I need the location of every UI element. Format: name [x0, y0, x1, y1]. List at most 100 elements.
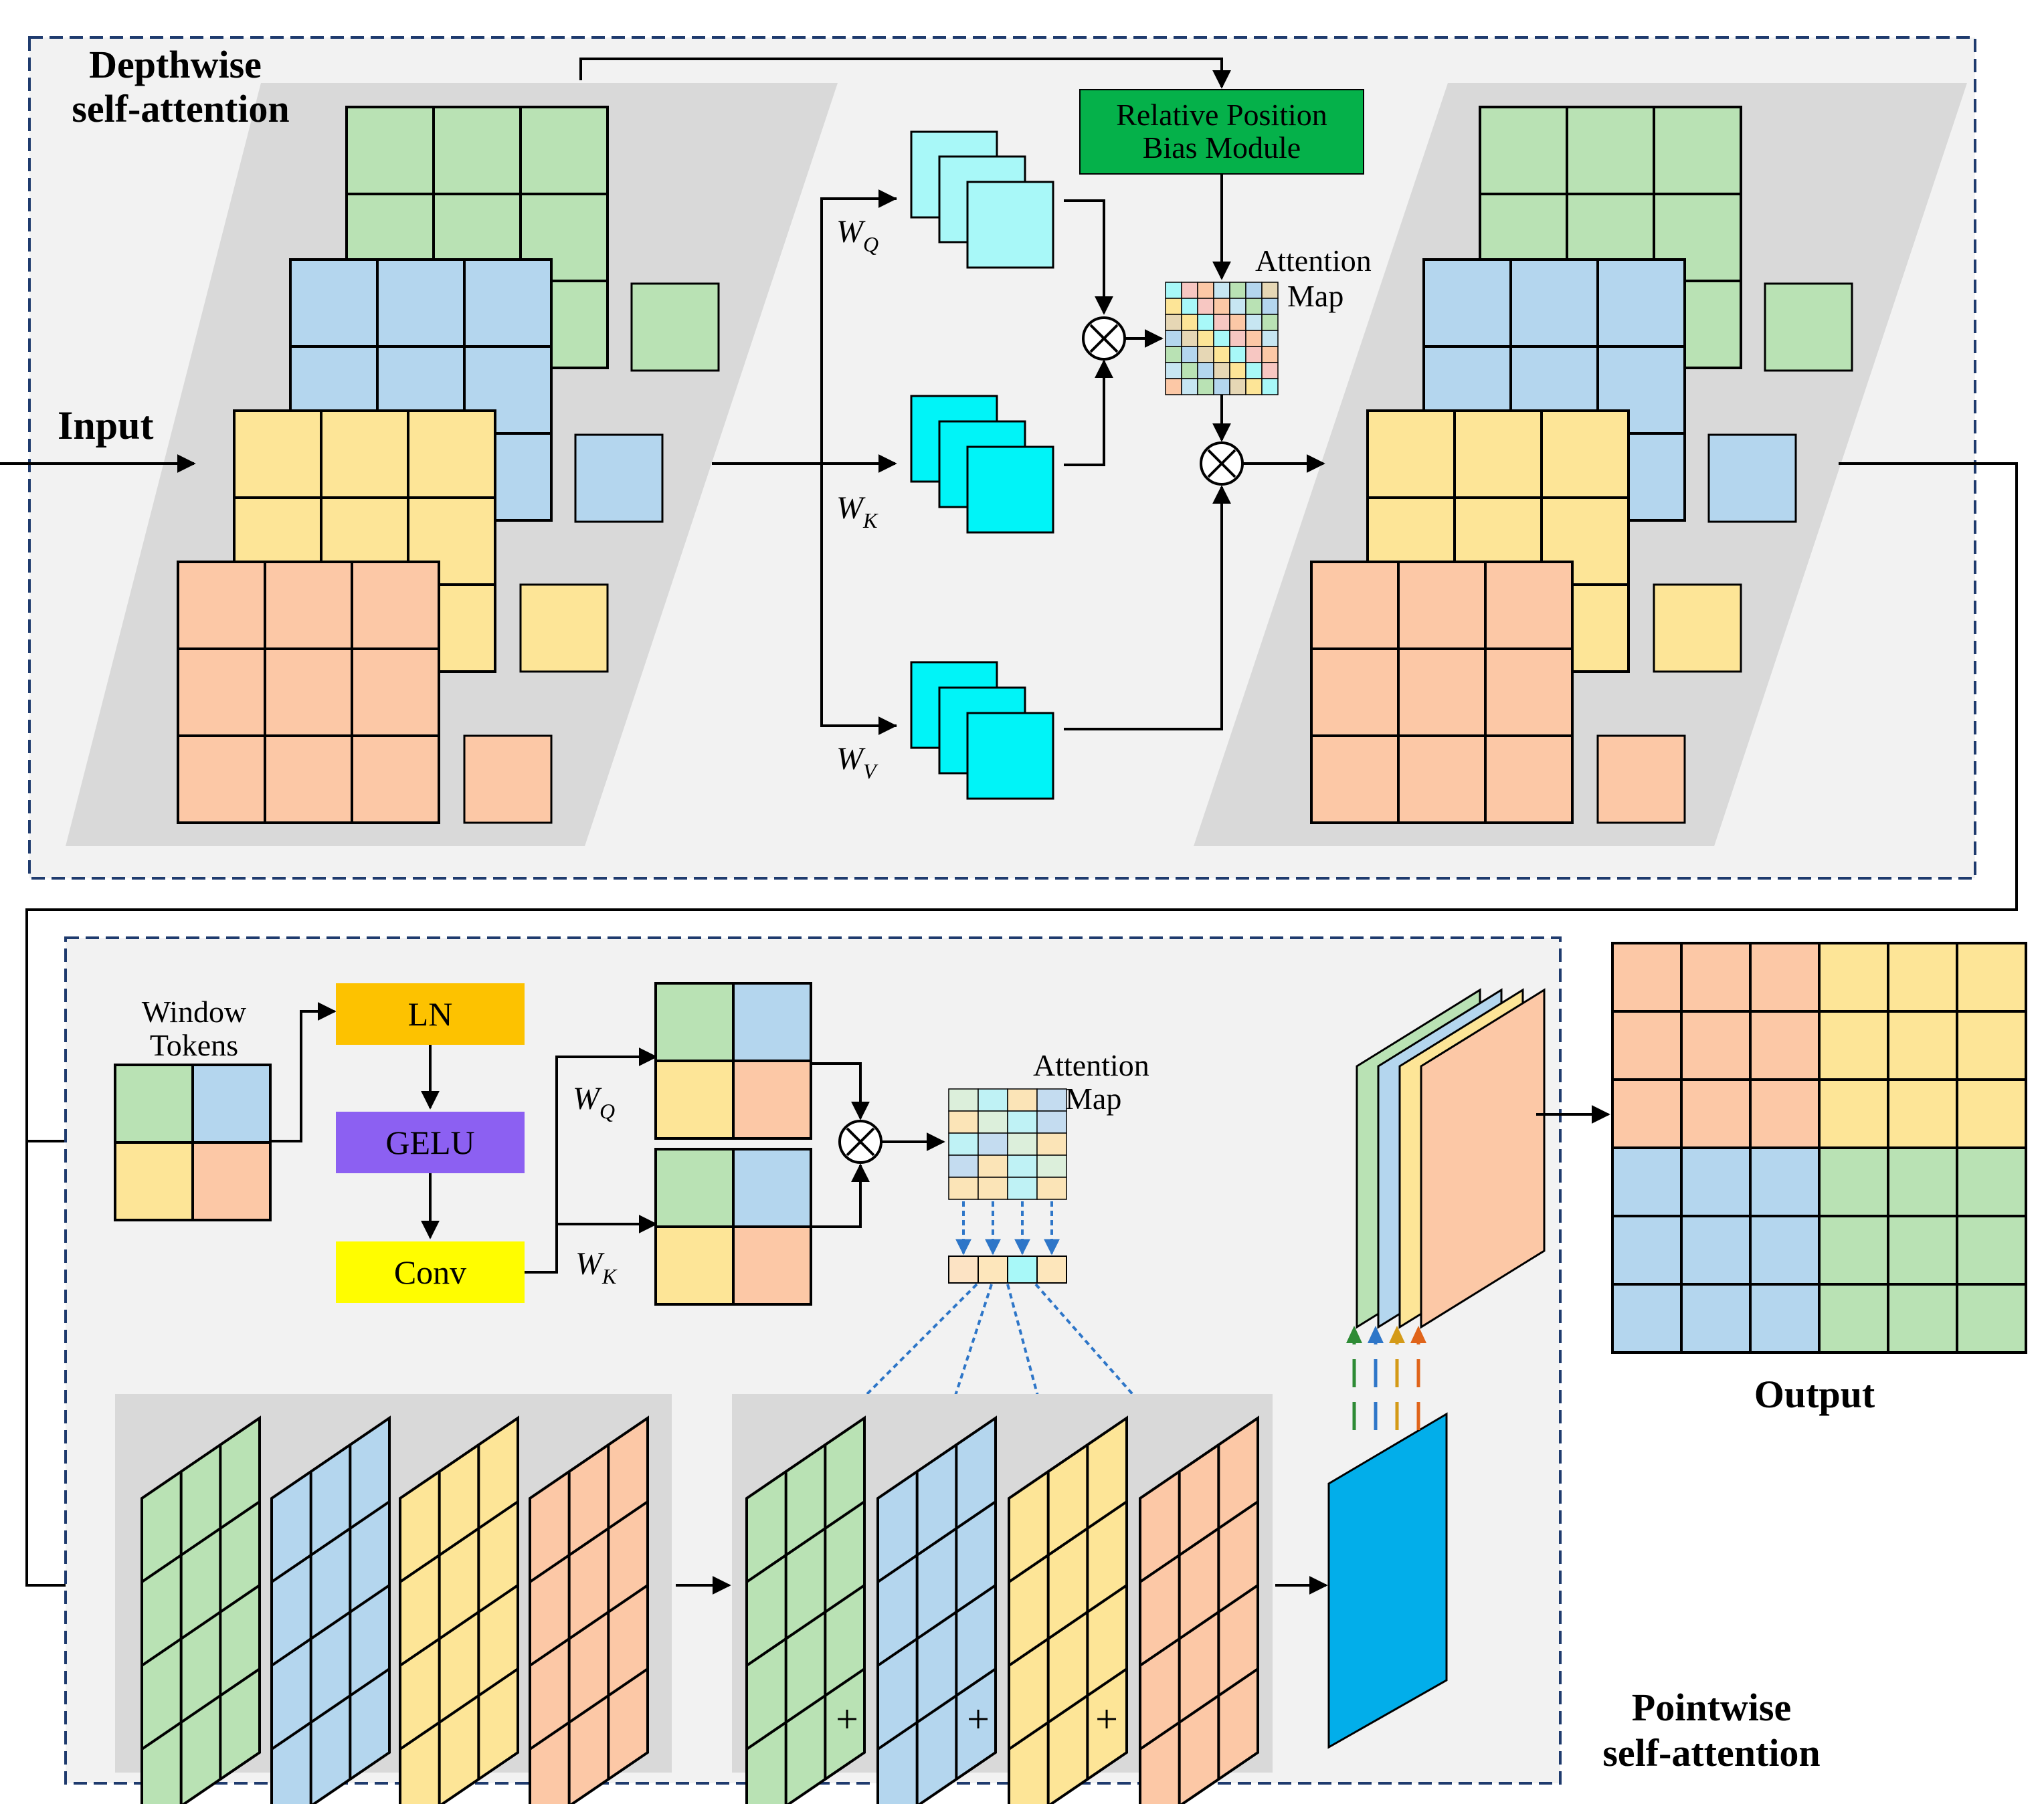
attention-map-bottom-cell: [1007, 1132, 1038, 1156]
output-cell-cell: [1680, 1010, 1752, 1081]
output-cell-cell: [1887, 1146, 1958, 1217]
attention-map-top-cell: [1213, 362, 1230, 379]
weighted-sheet-3-hline: [1139, 1668, 1259, 1750]
tokens-to-ln-arrow: [270, 1002, 337, 1142]
output-cell-cell: [1956, 1283, 2027, 1354]
yellow-feature-grid-cell: [407, 409, 496, 499]
value-stack: [910, 661, 1054, 800]
value-to-multiply: [1064, 485, 1231, 730]
attention-map-top-cell: [1261, 378, 1279, 395]
plus-sign-1: +: [836, 1697, 858, 1741]
weighted-sheet-1-hline: [876, 1500, 997, 1583]
attention-map-top-cell: [1261, 362, 1279, 379]
attention-map-bottom: [948, 1088, 1067, 1200]
window-token: [114, 1064, 272, 1221]
attention-map-bottom: [948, 1088, 1067, 1200]
attention-map-top-cell: [1213, 346, 1230, 363]
output-cell-cell: [1680, 1215, 1752, 1286]
output-cell-cell: [1749, 1283, 1821, 1354]
orange-feature-grid-cell: [1310, 647, 1400, 737]
value-sheet-2-hline: [399, 1500, 519, 1583]
stacked-channel-sheets: [1356, 988, 1546, 1329]
weighted-sheet-3-hline: [1139, 1500, 1259, 1583]
attention-weight-row: [948, 1256, 1067, 1284]
ln-block: [336, 983, 525, 1045]
attention-map-bottom-cell: [1036, 1177, 1067, 1200]
attention-map-top-cell: [1165, 330, 1182, 347]
fused-feature-map: [1327, 1412, 1448, 1749]
colored-arrowhead: [1389, 1326, 1405, 1343]
attention-map-top-cell: [1261, 298, 1279, 315]
weighted-sheets: [745, 1415, 1259, 1804]
attention-map-top-cell: [1245, 314, 1263, 331]
output-cell-cell: [1611, 1283, 1683, 1354]
query-stack: [910, 130, 1054, 269]
window-tokens-label-line2: Tokens: [150, 1028, 238, 1062]
attention-map-bottom-cell: [1036, 1110, 1067, 1134]
orange-feature-grid-cell: [264, 734, 353, 824]
green-feature-grid-cell: [432, 106, 522, 195]
output-cell-cell: [1887, 1010, 1958, 1081]
orange-feature-grid-cell: [1484, 647, 1574, 737]
value-sheet-3-hline: [529, 1584, 649, 1667]
yellow-feature-grid-cell: [1366, 409, 1456, 499]
attention-map-top-cell: [1229, 330, 1246, 347]
attention-map-top-cell: [1197, 362, 1214, 379]
attention-map-bottom-cell: [1007, 1110, 1038, 1134]
colored-arrowhead: [1410, 1326, 1426, 1343]
attention-map-top-cell: [1261, 314, 1279, 331]
attention-map-top-cell: [1181, 314, 1198, 331]
attention-map-bottom-cell: [978, 1088, 1008, 1112]
output-cell-cell: [1956, 942, 2027, 1013]
attention-map-top-cell: [1229, 362, 1246, 379]
attention-map-top-cell: [1197, 330, 1214, 347]
output-cell-cell: [1749, 1146, 1821, 1217]
attention-map-label-bottom: Attention: [1033, 1048, 1149, 1082]
weighted-sheet-0-hline: [745, 1584, 866, 1667]
yellow-token-square: [1653, 583, 1742, 673]
green-feature-grid-cell: [1566, 106, 1655, 195]
orange-token-square: [463, 734, 553, 824]
key-token-cell: [732, 1225, 812, 1306]
yellow-token-square: [519, 583, 609, 673]
output-cell-cell: [1887, 1215, 1958, 1286]
colored-arrowhead: [1368, 1326, 1384, 1343]
output-cell-cell: [1749, 1215, 1821, 1286]
attention-map-top-cell: [1213, 282, 1230, 299]
value-sheet-0: [141, 1415, 261, 1804]
query-token-cell: [732, 1060, 812, 1140]
yellow-feature-grid-cell: [1540, 409, 1630, 499]
attention-map-bottom-cell: [1007, 1088, 1038, 1112]
window-tokens-grid: [114, 1064, 272, 1221]
orange-feature-grid: [1310, 561, 1574, 824]
dotted-diagonal-arrow: [933, 1284, 993, 1455]
weighted-sheet-2-hline: [1008, 1500, 1128, 1583]
weighted-sheet-0: [745, 1415, 866, 1804]
attention-map-bottom-cell: [948, 1110, 979, 1134]
orange-feature-grid-cell: [1397, 561, 1487, 650]
attention-map-top-cell: [1181, 362, 1198, 379]
relpos-label-line2: Bias Module: [1143, 130, 1301, 165]
value-sheet-2-hline: [399, 1584, 519, 1667]
multiply-operator-bottom: [838, 1120, 882, 1164]
attention-map-label-top: Attention: [1255, 243, 1372, 278]
query-token: [654, 982, 812, 1140]
weighted-sheet-1-hline: [876, 1668, 997, 1750]
attention-map-top-cell: [1165, 282, 1182, 299]
attention-map-top-cell: [1181, 346, 1198, 363]
attention-map-bottom-cell: [978, 1132, 1008, 1156]
query-token-cell: [654, 1060, 735, 1140]
attention-map-top-cell: [1261, 330, 1279, 347]
attention-map-top-cell: [1165, 298, 1182, 315]
gelu-block: [336, 1112, 525, 1173]
conv-block: [336, 1241, 525, 1303]
orange-feature-grid-cell: [1310, 734, 1400, 824]
blue-token-square: [574, 433, 664, 523]
attention-map-top-cell: [1181, 282, 1198, 299]
attention-weight-row: [948, 1256, 1067, 1284]
weighted-sheet-2-hline: [1008, 1584, 1128, 1667]
attention-weight-row-cell: [1007, 1256, 1038, 1284]
attention-map-bottom-cell: [948, 1132, 979, 1156]
attention-weight-row-cell: [948, 1256, 979, 1284]
output-cell-cell: [1818, 1215, 1889, 1286]
